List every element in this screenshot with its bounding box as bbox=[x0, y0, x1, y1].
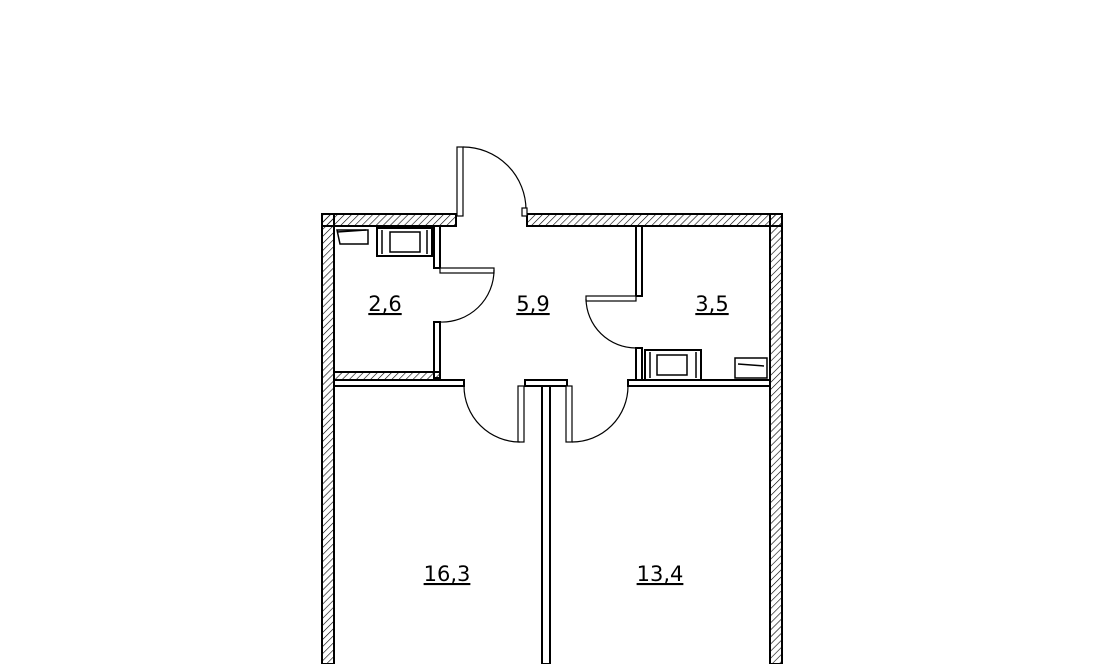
area-label-toilet: 3,5 bbox=[695, 292, 728, 316]
toilet-wall-left-upper bbox=[635, 225, 643, 297]
bathroom-sink bbox=[336, 229, 369, 245]
right-room-door bbox=[565, 385, 629, 443]
toilet-washer bbox=[644, 349, 702, 381]
bathroom-washer bbox=[376, 227, 433, 257]
exterior-walls bbox=[321, 213, 783, 664]
toilet-door bbox=[585, 295, 637, 349]
area-label-bathroom: 2,6 bbox=[368, 292, 401, 316]
wall-top-right bbox=[526, 213, 783, 227]
toilet-wall-left-lower bbox=[635, 347, 643, 381]
doors bbox=[439, 146, 637, 443]
wall-left bbox=[321, 213, 335, 664]
left-room-door bbox=[463, 385, 525, 443]
toilet-sink bbox=[734, 357, 768, 379]
entrance-door bbox=[456, 146, 528, 217]
bath-wall-bottom bbox=[333, 371, 441, 381]
area-label-room-left: 16,3 bbox=[424, 562, 471, 586]
bath-wall-right-lower bbox=[433, 321, 441, 379]
hall-bottom-left bbox=[333, 379, 465, 387]
wall-right bbox=[769, 213, 783, 664]
bathroom-door bbox=[439, 267, 495, 323]
area-label-room-right: 13,4 bbox=[637, 562, 684, 586]
fixtures bbox=[336, 227, 768, 381]
area-label-hall: 5,9 bbox=[516, 292, 549, 316]
wall-top-left bbox=[321, 213, 457, 227]
bath-wall-right-upper bbox=[433, 225, 441, 269]
center-wall bbox=[541, 385, 551, 664]
